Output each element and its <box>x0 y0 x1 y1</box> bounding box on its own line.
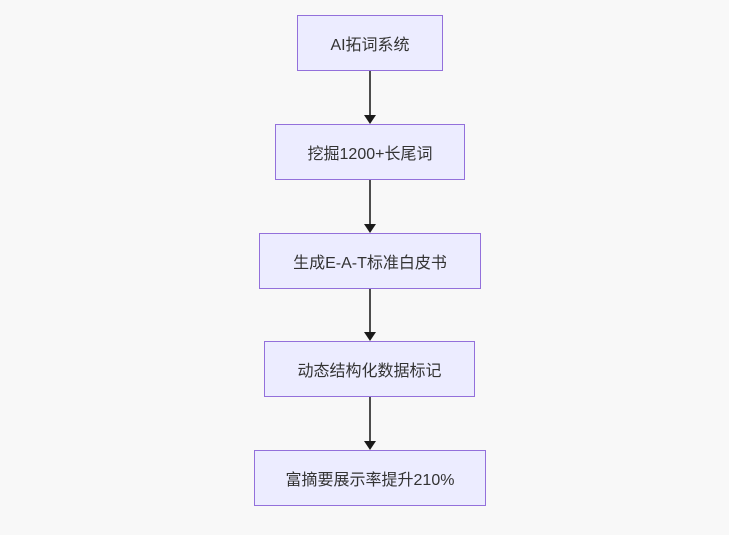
flow-connector <box>363 71 377 124</box>
flow-node-rich-snippet-rate: 富摘要展示率提升210% <box>254 450 486 506</box>
flow-node-longtail-keywords: 挖掘1200+长尾词 <box>275 124 465 180</box>
flow-node-eat-whitepaper: 生成E-A-T标准白皮书 <box>259 233 481 289</box>
flow-node-label: 动态结构化数据标记 <box>297 363 442 380</box>
arrow-line <box>369 397 371 441</box>
flow-node-label: 富摘要展示率提升210% <box>285 472 455 489</box>
arrowhead-down-icon <box>364 224 376 233</box>
flow-node-ai-word-expansion: AI拓词系统 <box>297 15 443 71</box>
arrow-line <box>369 71 371 115</box>
flow-connector <box>363 180 377 233</box>
flow-node-label: 生成E-A-T标准白皮书 <box>293 255 447 272</box>
flow-connector <box>363 289 377 341</box>
arrow-line <box>369 289 371 332</box>
flow-node-label: 挖掘1200+长尾词 <box>307 146 433 163</box>
flow-node-label: AI拓词系统 <box>330 37 410 54</box>
flow-node-structured-data-markup: 动态结构化数据标记 <box>264 341 475 397</box>
arrowhead-down-icon <box>364 115 376 124</box>
arrowhead-down-icon <box>364 332 376 341</box>
arrowhead-down-icon <box>364 441 376 450</box>
arrow-line <box>369 180 371 224</box>
flow-connector <box>363 397 377 450</box>
